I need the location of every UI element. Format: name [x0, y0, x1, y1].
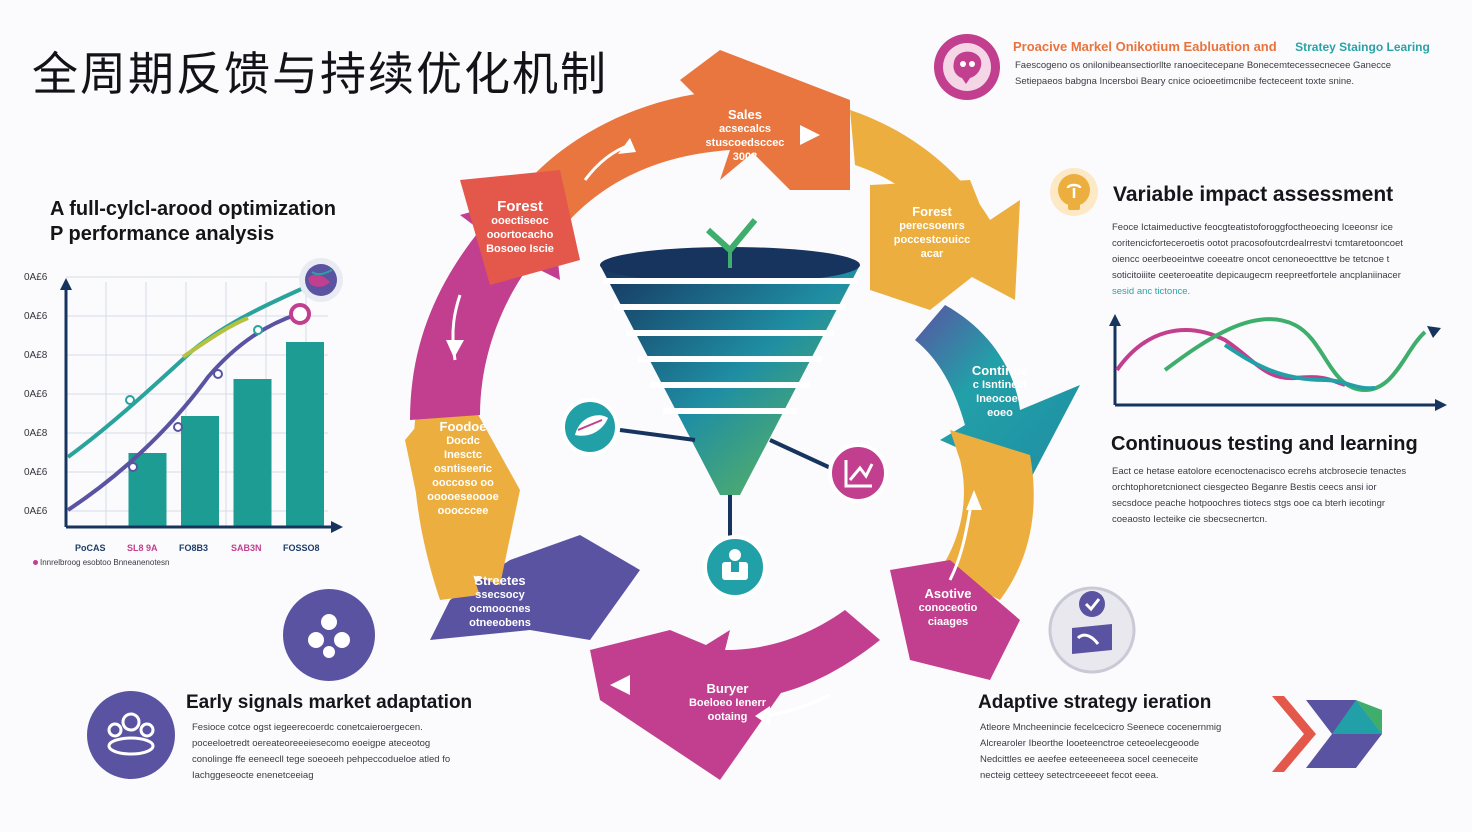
trend-dots: [125, 325, 263, 472]
ring-arrows: [451, 143, 972, 718]
legend-dot: [33, 560, 38, 565]
leaf-icon: [561, 398, 619, 456]
wave-arrowhead: [1427, 326, 1441, 338]
adaptive-iteration-heading: Adaptive strategy ieration: [978, 692, 1212, 713]
performance-chart: 0A£6 0A£6 0A£8 0A£6 0A£8 0A£6 0A£6 PoCAS SL8 9A…: [24, 258, 343, 553]
chart-bars: [128, 342, 324, 527]
label-seg-bottom: Buryer Boeloeo Ienerr ootaing: [688, 681, 767, 724]
chart-legend: Innrelbroog esobtoo Bnneanenotesn: [33, 558, 169, 567]
segment-lower-right: [890, 560, 1020, 680]
y-tick-label: 0A£8: [24, 350, 48, 361]
x-tick-label: FO8B3: [179, 543, 208, 553]
y-tick-labels: 0A£6 0A£6 0A£8 0A£6 0A£8 0A£6 0A£6: [24, 272, 48, 517]
wave-x-arrow: [1435, 399, 1447, 411]
y-tick-label: 0A£6: [24, 272, 48, 283]
label-seg-top-right: Forest perecsoenrs poccestcouicc acar: [893, 204, 971, 261]
cycle-diagram: [405, 50, 1080, 780]
y-axis-arrow: [60, 278, 72, 290]
group-icon: [87, 691, 175, 779]
growth-chart-icon: [828, 443, 888, 503]
checklist-icon: [1048, 586, 1136, 674]
brain-icon: [934, 34, 1000, 100]
segment-top-right: [870, 180, 1000, 310]
top-right-heading: Proacive Markel Onikotium Eabluation and…: [1013, 38, 1430, 56]
x-tick-labels: PoCAS SL8 9A FO8B3 SAB3N FOSSO8: [75, 543, 320, 553]
segment-bottom: [590, 630, 790, 780]
y-tick-label: 0A£6: [24, 467, 48, 478]
label-seg-lower-right: Asotive conoceotio ciaages: [918, 586, 978, 629]
y-tick-label: 0A£6: [24, 506, 48, 517]
bar: [233, 379, 272, 527]
label-seg-top-left: Forest ooectiseoc ooortocacho Bosoeo Isc…: [486, 198, 554, 255]
y-tick-label: 0A£8: [24, 428, 48, 439]
continuous-testing-body: Eact ce hetase eatolore ecenoctenacisco …: [1112, 466, 1407, 525]
segment-lower-left: [430, 535, 640, 640]
top-right-heading-teal: Stratey Staingo Learing: [1295, 40, 1430, 54]
label-seg-right: Continue c Isntinect Ineocoec eoeo: [971, 363, 1029, 420]
x-tick-label: PoCAS: [75, 543, 106, 553]
forward-arrows-icon: [1272, 696, 1382, 772]
label-seg-left: Foodoe Docdc Inesctc osntiseeric ooccoso…: [427, 419, 499, 518]
wave-y-arrow: [1109, 314, 1121, 326]
x-tick-label: SL8 9A: [127, 543, 158, 553]
funnel: [600, 218, 860, 540]
wave-line-teal: [1223, 343, 1376, 391]
legend-label: Innrelbroog esobtoo Bnneanenotesn: [40, 558, 170, 567]
left-subtitle: A full-cylcl-arood optimization P perfor…: [50, 197, 336, 247]
globe-icon: [299, 258, 343, 302]
x-tick-label: FOSSO8: [283, 543, 320, 553]
continuous-testing-heading: Continuous testing and learning: [1111, 433, 1418, 455]
wave-chart: [1109, 314, 1447, 411]
variable-impact-heading: Variable impact assessment: [1113, 183, 1394, 206]
left-subtitle-line2: P performance analysis: [50, 223, 275, 245]
early-signals-heading: Early signals market adaptation: [186, 692, 473, 713]
lightbulb-icon: [1050, 168, 1098, 216]
x-tick-label: SAB3N: [231, 543, 262, 553]
left-subtitle-line1: A full-cylcl-arood optimization: [50, 198, 336, 220]
bar: [181, 416, 219, 527]
y-tick-label: 0A£6: [24, 311, 48, 322]
person-icon: [703, 535, 767, 599]
segment-top-left: [460, 170, 580, 285]
x-axis-arrow: [331, 521, 343, 533]
ring-arrowheads: [446, 125, 982, 726]
label-seg-lower-left: Streetes ssecsocy ocmoocnes otneeobens: [469, 573, 531, 630]
page-title: 全周期反馈与持续优化机制: [32, 47, 608, 101]
trend-line-purple: [66, 312, 299, 512]
wave-line-green: [1163, 317, 1427, 393]
segment-top: [680, 50, 850, 190]
bar: [286, 342, 324, 527]
team-icon: [283, 589, 375, 681]
end-marker: [289, 303, 311, 325]
segment-right-lower-arc: [940, 430, 1034, 600]
variable-impact-body: Feoce Ictaimeductive feocgteatistoforogg…: [1112, 222, 1403, 297]
label-seg-top: Sales acsecalcs stuscoedsccec 3008: [705, 107, 785, 164]
y-tick-label: 0A£6: [24, 389, 48, 400]
early-signals-body: Fesioce cotce ogst iegeerecoerdc conetca…: [192, 722, 451, 781]
segment-left: [405, 400, 520, 585]
ring-segments: [405, 50, 1080, 780]
top-right-heading-orange: Proacive Markel Onikotium Eabluation and: [1013, 39, 1277, 54]
trend-line-olive: [181, 316, 249, 359]
adaptive-iteration-body: Atleore Mncheenincie fecelcecicro Seenec…: [980, 722, 1222, 781]
top-right-body: Faescogeno os onilonibeansectiorllte ran…: [1015, 60, 1392, 87]
